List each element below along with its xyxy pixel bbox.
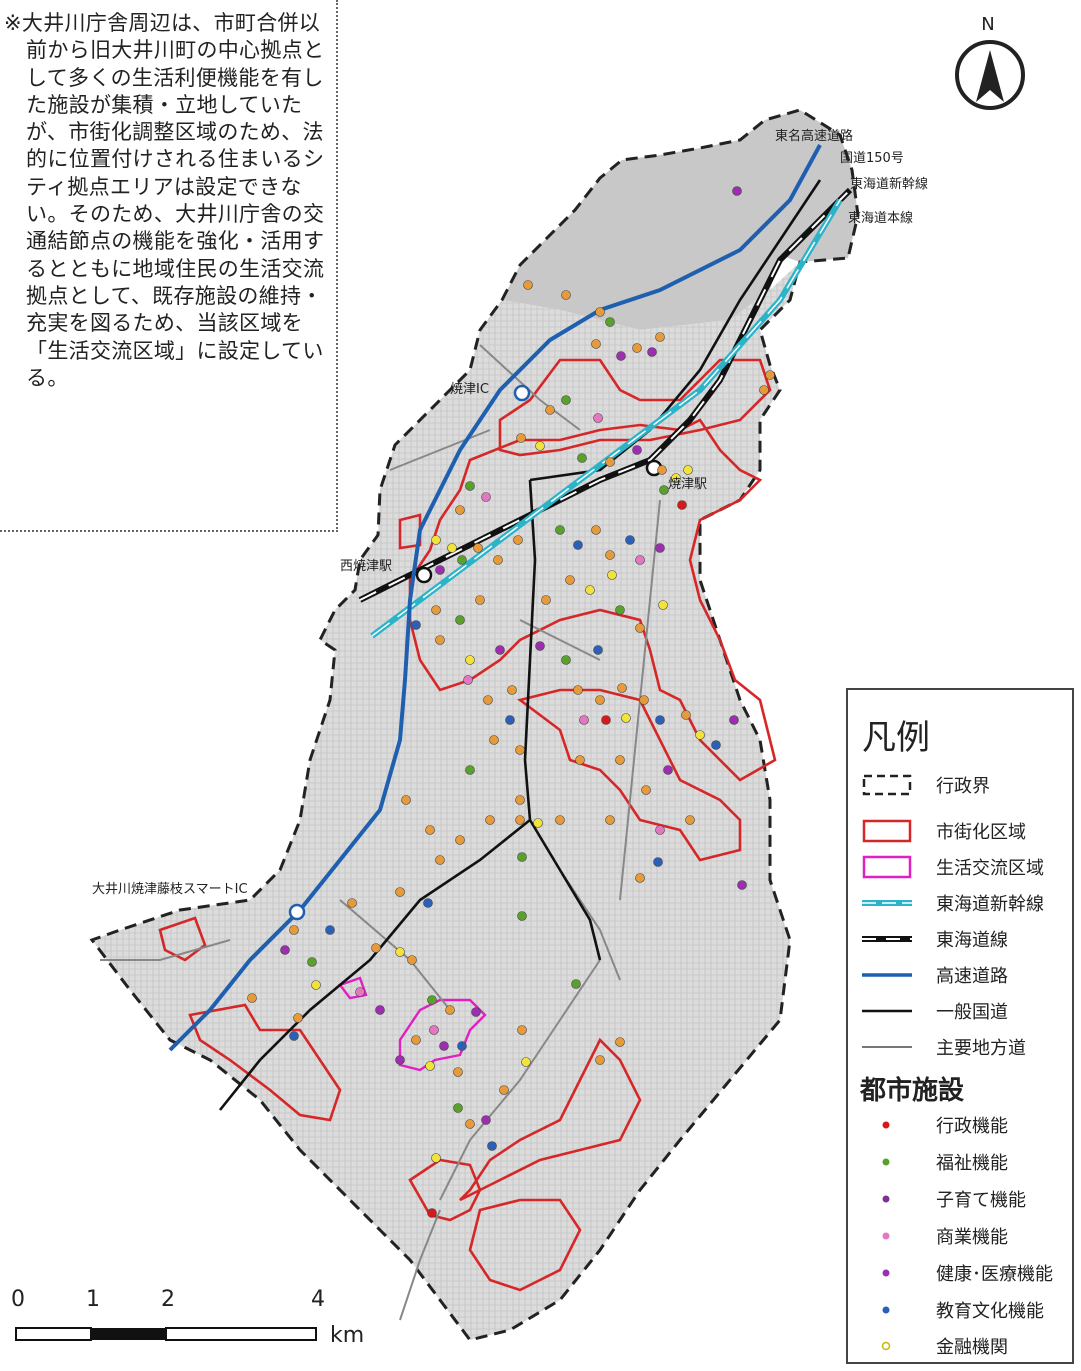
legend-label: 健康･医療機能 [936, 1264, 1053, 1285]
scale-tick-1: 1 [86, 1287, 100, 1312]
scale-tick-4: 4 [311, 1287, 325, 1312]
urbanization-areas [158, 358, 777, 1292]
legend-item-admin-boundary: 行政界 [858, 770, 1068, 800]
legend-label: 生活交流区域 [936, 858, 1044, 879]
magenta-box-icon [862, 855, 912, 879]
legend-label: 福祉機能 [936, 1153, 1008, 1174]
facility-title: 都市施設 [860, 1076, 965, 1106]
gray-line-icon [862, 1046, 912, 1048]
legend-facility-health: 健康･医療機能 [858, 1258, 1068, 1288]
legend-item-urbanization: 市街化区域 [858, 816, 1068, 846]
legend-label: 行政界 [936, 776, 990, 797]
legend-item-shinkansen: 東海道新幹線 [858, 888, 1068, 918]
yaizu-ic-label: 焼津IC [450, 382, 489, 397]
violet-dot-icon [882, 1269, 890, 1277]
legend-label: 金融機関 [936, 1337, 1008, 1358]
legend-label: 教育文化機能 [936, 1301, 1044, 1322]
legend-item-national-road: 一般国道 [858, 996, 1068, 1026]
tokaido-line [358, 187, 853, 603]
note-text: ※大井川庁舎周辺は、市町合併以前から旧大井川町の中心拠点として多くの生活利便機能… [4, 11, 325, 390]
legend-facility-education: 教育文化機能 [858, 1295, 1068, 1325]
green-dot-icon [882, 1158, 890, 1166]
legend-facility-finance: 金融機関 [858, 1331, 1068, 1361]
north-arrow-icon [976, 50, 1004, 102]
facility-dots [247, 186, 775, 1218]
legend-label: 商業機能 [936, 1227, 1008, 1248]
north-label: N [981, 14, 994, 35]
legend-label: 東海道新幹線 [936, 894, 1044, 915]
legend-facility-admin: 行政機能 [858, 1110, 1068, 1140]
legend-item-life-exchange: 生活交流区域 [858, 852, 1068, 882]
shinkansen-label: 東海道新幹線 [850, 176, 928, 192]
legend-label: 行政機能 [936, 1116, 1008, 1137]
north-arrow: N [950, 10, 1030, 115]
tomei-label: 東名高速道路 [775, 128, 853, 144]
route150-label: 国道150号 [840, 151, 904, 166]
national-roads [218, 179, 822, 1111]
legend-title: 凡例 [862, 718, 930, 758]
legend-item-main-road: 主要地方道 [858, 1032, 1068, 1062]
scale-bar [15, 1327, 317, 1341]
yaizu-ic-marker [513, 384, 531, 402]
smart-ic-marker [288, 903, 306, 921]
legend-label: 高速道路 [936, 966, 1008, 987]
scale-unit: km [330, 1323, 365, 1348]
explanatory-note: ※大井川庁舎周辺は、市町合併以前から旧大井川町の中心拠点として多くの生活利便機能… [0, 0, 338, 532]
legend-facility-commerce: 商業機能 [858, 1221, 1068, 1251]
scale-tick-0: 0 [11, 1287, 25, 1312]
admin-boundary [89, 108, 860, 1342]
black-line-icon [862, 1009, 912, 1013]
legend-facility-childcare: 子育て機能 [858, 1184, 1068, 1214]
pink-dot-icon [882, 1232, 890, 1240]
blue-line-icon [862, 973, 912, 977]
legend-item-tokaido: 東海道線 [858, 924, 1068, 954]
legend: 凡例 行政界 市街化区域 生活交流区域 東海道新幹線 東海道線 高速道路 一般国… [846, 688, 1074, 1364]
nishi-yaizu-station-label: 西焼津駅 [340, 559, 392, 574]
dashed-boundary-icon [862, 774, 912, 796]
legend-label: 主要地方道 [936, 1038, 1026, 1059]
mountain-area [502, 110, 858, 330]
blue-dot-icon [882, 1306, 890, 1314]
legend-item-expressway: 高速道路 [858, 960, 1068, 990]
expressway [168, 144, 822, 1052]
legend-label: 市街化区域 [936, 822, 1026, 843]
honsen-label: 東海道本線 [848, 210, 913, 226]
purple-dot-icon [882, 1195, 890, 1203]
yellow-dot-icon [881, 1341, 891, 1351]
legend-label: 子育て機能 [936, 1190, 1026, 1211]
legend-facility-welfare: 福祉機能 [858, 1147, 1068, 1177]
legend-label: 一般国道 [936, 1002, 1008, 1023]
city-area [92, 262, 800, 1340]
yaizu-station-label: 焼津駅 [668, 477, 707, 492]
nishi-yaizu-station-marker [415, 566, 433, 584]
red-dot-icon [882, 1121, 890, 1129]
smart-ic-label: 大井川焼津藤枝スマートIC [92, 882, 248, 897]
legend-label: 東海道線 [936, 930, 1008, 951]
red-box-icon [862, 819, 912, 843]
scale-tick-2: 2 [161, 1287, 175, 1312]
cyan-dash-line-icon [862, 900, 912, 906]
black-white-line-icon [862, 936, 912, 942]
